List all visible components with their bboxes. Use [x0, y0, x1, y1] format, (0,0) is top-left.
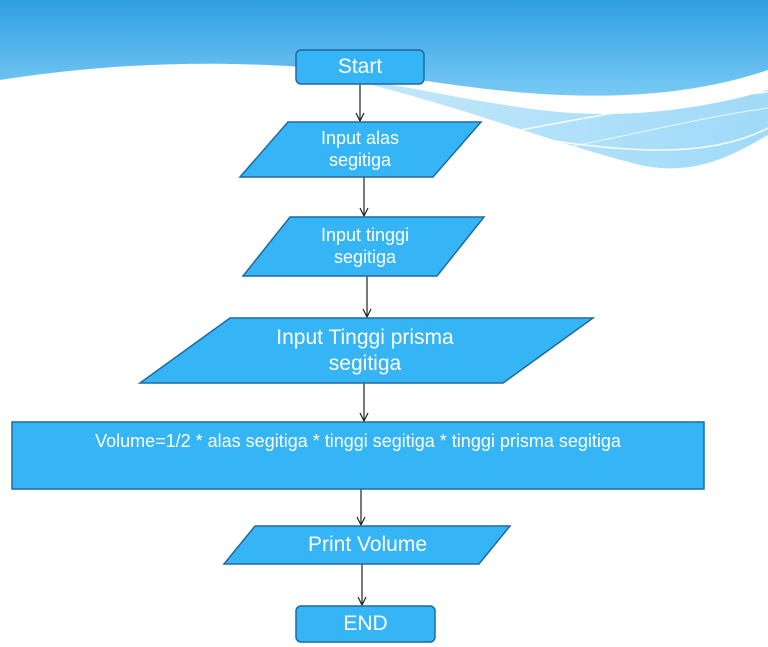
start-node-label: Start — [296, 50, 424, 84]
input-tinggi-text: Input tinggi segitiga — [320, 224, 410, 267]
input-tinggi-node-label: Input tinggi segitiga — [270, 217, 460, 276]
start-terminal-shape — [295, 49, 425, 85]
input-alas-text: Input alas segitiga — [320, 127, 400, 170]
input-alas-node-label: Input alas segitiga — [270, 122, 450, 177]
print-volume-node-label: Print Volume — [240, 526, 495, 564]
input-prisma-node-label: Input Tinggi prisma segitiga — [200, 318, 530, 383]
end-node-label: END — [296, 606, 435, 642]
input-alas-parallelogram — [238, 121, 483, 178]
print-volume-text: Print Volume — [307, 533, 428, 557]
end-text: END — [343, 612, 388, 636]
input-prisma-text: Input Tinggi prisma segitiga — [276, 325, 454, 375]
print-volume-parallelogram — [222, 525, 512, 565]
volume-node-label: Volume=1/2 * alas segitiga * tinggi segi… — [12, 422, 704, 462]
input-prisma-parallelogram — [137, 317, 596, 384]
volume-process-shape — [11, 421, 705, 490]
header-wave-line-3 — [479, 107, 768, 161]
header-wave-light — [300, 70, 768, 169]
start-text: Start — [337, 55, 383, 79]
end-terminal-shape — [295, 605, 436, 643]
volume-formula-text: Volume=1/2 * alas segitiga * tinggi segi… — [95, 431, 621, 452]
input-tinggi-parallelogram — [241, 216, 486, 277]
header-wave-main — [0, 0, 768, 96]
header-wave-line-1 — [329, 94, 768, 151]
